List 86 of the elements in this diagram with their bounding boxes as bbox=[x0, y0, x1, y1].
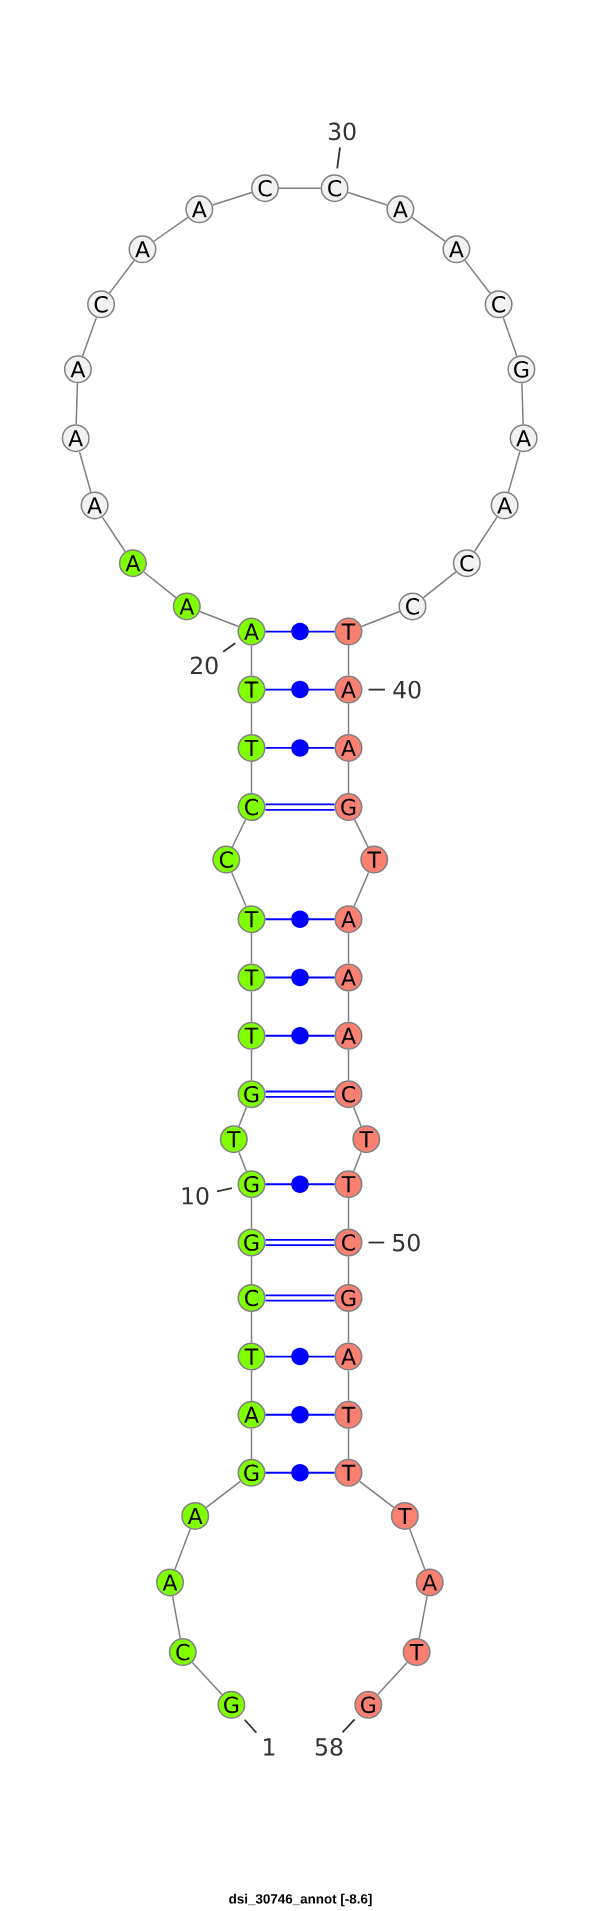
position-number: 58 bbox=[315, 1738, 343, 1756]
leader-line bbox=[367, 688, 386, 691]
backbone-line bbox=[347, 1428, 350, 1460]
base-pair-line bbox=[264, 1027, 336, 1045]
backbone-line bbox=[278, 187, 322, 189]
backbone-line bbox=[422, 571, 457, 599]
base-pair-line bbox=[264, 1175, 336, 1193]
backbone-line bbox=[250, 1311, 253, 1344]
backbone-line bbox=[347, 644, 350, 677]
base-pair-line bbox=[264, 739, 336, 757]
backbone-line bbox=[347, 1311, 350, 1344]
backbone-line bbox=[250, 990, 253, 1023]
base-pair-line bbox=[265, 1238, 335, 1247]
leader-line bbox=[336, 146, 341, 170]
backbone-line bbox=[353, 871, 370, 908]
backbone-line bbox=[353, 818, 369, 848]
backbone-line bbox=[377, 1661, 408, 1696]
position-number: 10 bbox=[182, 1186, 209, 1205]
backbone-line bbox=[418, 1595, 428, 1640]
base-pair-line bbox=[264, 1464, 336, 1482]
backbone-line bbox=[211, 191, 253, 206]
backbone-line bbox=[75, 382, 79, 425]
backbone-line bbox=[78, 450, 92, 493]
backbone-line bbox=[205, 1480, 242, 1509]
backbone-line bbox=[411, 216, 446, 242]
backbone-line bbox=[250, 1428, 253, 1460]
backbone-line bbox=[347, 1197, 350, 1230]
base-pair-line bbox=[264, 622, 336, 641]
backbone-line bbox=[191, 1661, 223, 1696]
backbone-line bbox=[347, 1369, 350, 1402]
backbone-line bbox=[347, 990, 350, 1023]
backbone-line bbox=[199, 610, 240, 628]
backbone-line bbox=[231, 871, 247, 908]
backbone-line bbox=[250, 702, 253, 735]
backbone-line bbox=[507, 450, 521, 493]
backbone-line bbox=[174, 1528, 191, 1571]
backbone-line bbox=[352, 1106, 362, 1127]
caption: dsi_30746_annot [-8.6] bbox=[229, 1893, 372, 1907]
backbone-line bbox=[171, 1595, 181, 1640]
backbone-line bbox=[250, 1197, 253, 1230]
leader-line bbox=[216, 1187, 233, 1193]
base-pair-line bbox=[265, 1294, 335, 1302]
backbone-line bbox=[238, 1106, 248, 1127]
leader-line bbox=[367, 1241, 386, 1244]
backbone-line bbox=[250, 1369, 253, 1402]
leader-line bbox=[222, 642, 237, 653]
backbone-line bbox=[347, 932, 350, 965]
base-pair-line bbox=[264, 1347, 336, 1366]
backbone-line bbox=[352, 1151, 362, 1172]
backbone-line bbox=[347, 1049, 350, 1081]
leader-line bbox=[243, 1718, 258, 1734]
backbone-line bbox=[250, 932, 253, 965]
base-pair-line bbox=[264, 680, 336, 699]
backbone-line bbox=[464, 259, 491, 294]
position-number: 30 bbox=[328, 122, 356, 141]
backbone-line bbox=[238, 1151, 248, 1172]
backbone-line bbox=[143, 571, 177, 599]
backbone-line bbox=[502, 316, 518, 357]
backbone-line bbox=[408, 1528, 426, 1571]
position-number: 50 bbox=[393, 1233, 420, 1252]
position-number: 20 bbox=[191, 656, 218, 675]
backbone-line bbox=[250, 761, 253, 794]
backbone-line bbox=[347, 1255, 350, 1285]
backbone-line bbox=[360, 610, 401, 628]
backbone-line bbox=[358, 1480, 395, 1509]
backbone-line bbox=[250, 1255, 253, 1285]
backbone-line bbox=[347, 761, 350, 794]
base-pair-line bbox=[265, 803, 335, 811]
position-number: 1 bbox=[264, 1738, 275, 1756]
base-pair-line bbox=[264, 1406, 336, 1424]
base-pair-line bbox=[264, 910, 336, 928]
backbone-line bbox=[231, 819, 247, 848]
base-pair-line bbox=[264, 968, 336, 987]
backbone-line bbox=[521, 382, 524, 425]
base-pair-line bbox=[265, 1090, 335, 1098]
position-number: 40 bbox=[393, 680, 421, 699]
backbone-line bbox=[108, 259, 135, 294]
leader-line bbox=[341, 1718, 356, 1734]
backbone-line bbox=[250, 644, 253, 677]
backbone-line bbox=[250, 1049, 253, 1081]
backbone-line bbox=[347, 702, 350, 735]
backbone-line bbox=[101, 516, 126, 553]
backbone-line bbox=[153, 216, 189, 242]
backbone-line bbox=[473, 516, 498, 553]
backbone-line bbox=[81, 316, 98, 357]
backbone-line bbox=[347, 191, 388, 206]
